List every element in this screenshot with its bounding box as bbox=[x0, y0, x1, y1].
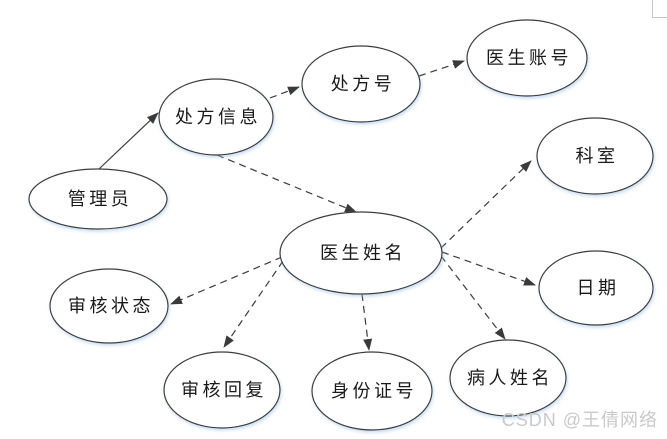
entity-node-admin: 管理员 bbox=[28, 168, 168, 230]
node-label-id-number: 身份证号 bbox=[331, 381, 417, 401]
node-label-admin: 管理员 bbox=[68, 189, 133, 209]
entity-node-review-status: 审核状态 bbox=[49, 268, 169, 344]
entity-node-department: 科室 bbox=[536, 117, 654, 195]
edge-doctor-name-to-department bbox=[440, 160, 532, 249]
edge-prescription-no-to-doctor-account bbox=[418, 60, 465, 77]
entity-node-patient-name: 病人姓名 bbox=[449, 339, 567, 417]
node-ellipse-doctor-name bbox=[279, 211, 443, 295]
node-ellipse-doctor-account bbox=[466, 19, 588, 97]
edge-admin-to-prescription-info bbox=[98, 112, 159, 170]
edge-doctor-name-to-review-reply bbox=[223, 260, 284, 348]
entity-node-date: 日期 bbox=[538, 250, 654, 326]
node-label-prescription-no: 处方号 bbox=[331, 74, 396, 94]
node-ellipse-patient-name bbox=[449, 339, 567, 417]
entity-node-doctor-name: 医生姓名 bbox=[279, 211, 443, 295]
entity-node-id-number: 身份证号 bbox=[311, 351, 433, 431]
edge-doctor-name-to-id-number bbox=[361, 293, 373, 351]
node-ellipse-review-reply bbox=[163, 351, 281, 429]
node-label-department: 科室 bbox=[576, 146, 619, 166]
entity-node-doctor-account: 医生账号 bbox=[466, 19, 588, 97]
node-ellipse-date bbox=[538, 250, 654, 326]
edge-doctor-name-to-patient-name bbox=[440, 255, 506, 340]
node-label-doctor-name: 医生姓名 bbox=[320, 243, 406, 263]
watermark-text: CSDN @王倩网络 bbox=[501, 410, 658, 430]
node-label-doctor-account: 医生账号 bbox=[486, 48, 572, 68]
node-ellipse-department bbox=[536, 117, 654, 195]
entity-node-prescription-info: 处方信息 bbox=[158, 78, 274, 156]
node-ellipse-prescription-info bbox=[158, 78, 274, 156]
node-label-prescription-info: 处方信息 bbox=[175, 107, 261, 127]
node-label-review-reply: 审核回复 bbox=[181, 380, 267, 400]
corner-box-fragment bbox=[652, 0, 667, 18]
node-label-patient-name: 病人姓名 bbox=[467, 368, 553, 388]
node-ellipse-id-number bbox=[311, 351, 433, 431]
node-ellipse-prescription-no bbox=[301, 45, 421, 123]
edge-prescription-info-to-doctor-name bbox=[216, 154, 357, 213]
edge-prescription-info-to-prescription-no bbox=[269, 86, 300, 99]
edge-doctor-name-to-date bbox=[441, 251, 536, 286]
node-ellipse-admin bbox=[28, 168, 168, 230]
node-ellipse-review-status bbox=[49, 268, 169, 344]
node-label-review-status: 审核状态 bbox=[68, 296, 154, 316]
node-label-date: 日期 bbox=[577, 278, 620, 298]
entity-node-review-reply: 审核回复 bbox=[163, 351, 281, 429]
edge-doctor-name-to-review-status bbox=[170, 256, 283, 305]
entity-node-prescription-no: 处方号 bbox=[301, 45, 421, 123]
